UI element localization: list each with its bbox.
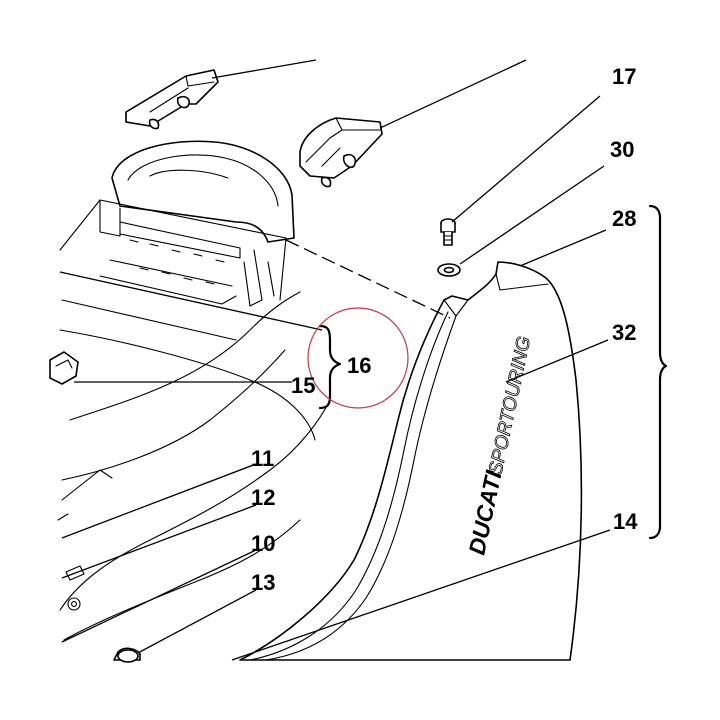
seat-frame-assembly	[57, 140, 331, 641]
clip-bracket-15	[49, 351, 79, 385]
side-fairing-panel	[239, 261, 583, 661]
body-panel-lines	[59, 329, 316, 441]
frame-hatching	[129, 239, 225, 285]
pin-13	[113, 647, 141, 663]
brace-16	[318, 324, 342, 410]
fairing-outline	[239, 261, 583, 661]
label-part-30: 30	[610, 137, 634, 162]
part-labels: 17 30 28 32 14 16 15 11 12 10 13	[251, 64, 638, 595]
grab-handle-left	[125, 69, 219, 130]
highlight-circle	[307, 307, 409, 409]
washer-30	[437, 263, 461, 277]
grab-handle-right	[299, 117, 383, 188]
seat-pad-contour	[127, 154, 279, 207]
label-part-11: 11	[251, 446, 274, 471]
brace-28-14	[648, 204, 668, 540]
label-part-14: 14	[613, 509, 638, 534]
label-part-15: 15	[291, 373, 315, 398]
label-part-12: 12	[251, 485, 275, 510]
label-part-16: 16	[347, 353, 371, 378]
label-part-32: 32	[612, 320, 636, 345]
bolt-hole	[67, 597, 81, 611]
label-part-17: 17	[612, 64, 636, 89]
frame-rail-top	[59, 199, 287, 301]
label-part-10: 10	[251, 531, 275, 556]
frame-rail-inner	[99, 199, 121, 237]
label-part-28: 28	[612, 206, 636, 231]
label-part-13: 13	[251, 570, 275, 595]
seat-pad	[111, 140, 295, 243]
fairing-edge-strip	[249, 311, 449, 661]
leader-lines	[59, 59, 611, 661]
bolt-17	[440, 218, 456, 246]
